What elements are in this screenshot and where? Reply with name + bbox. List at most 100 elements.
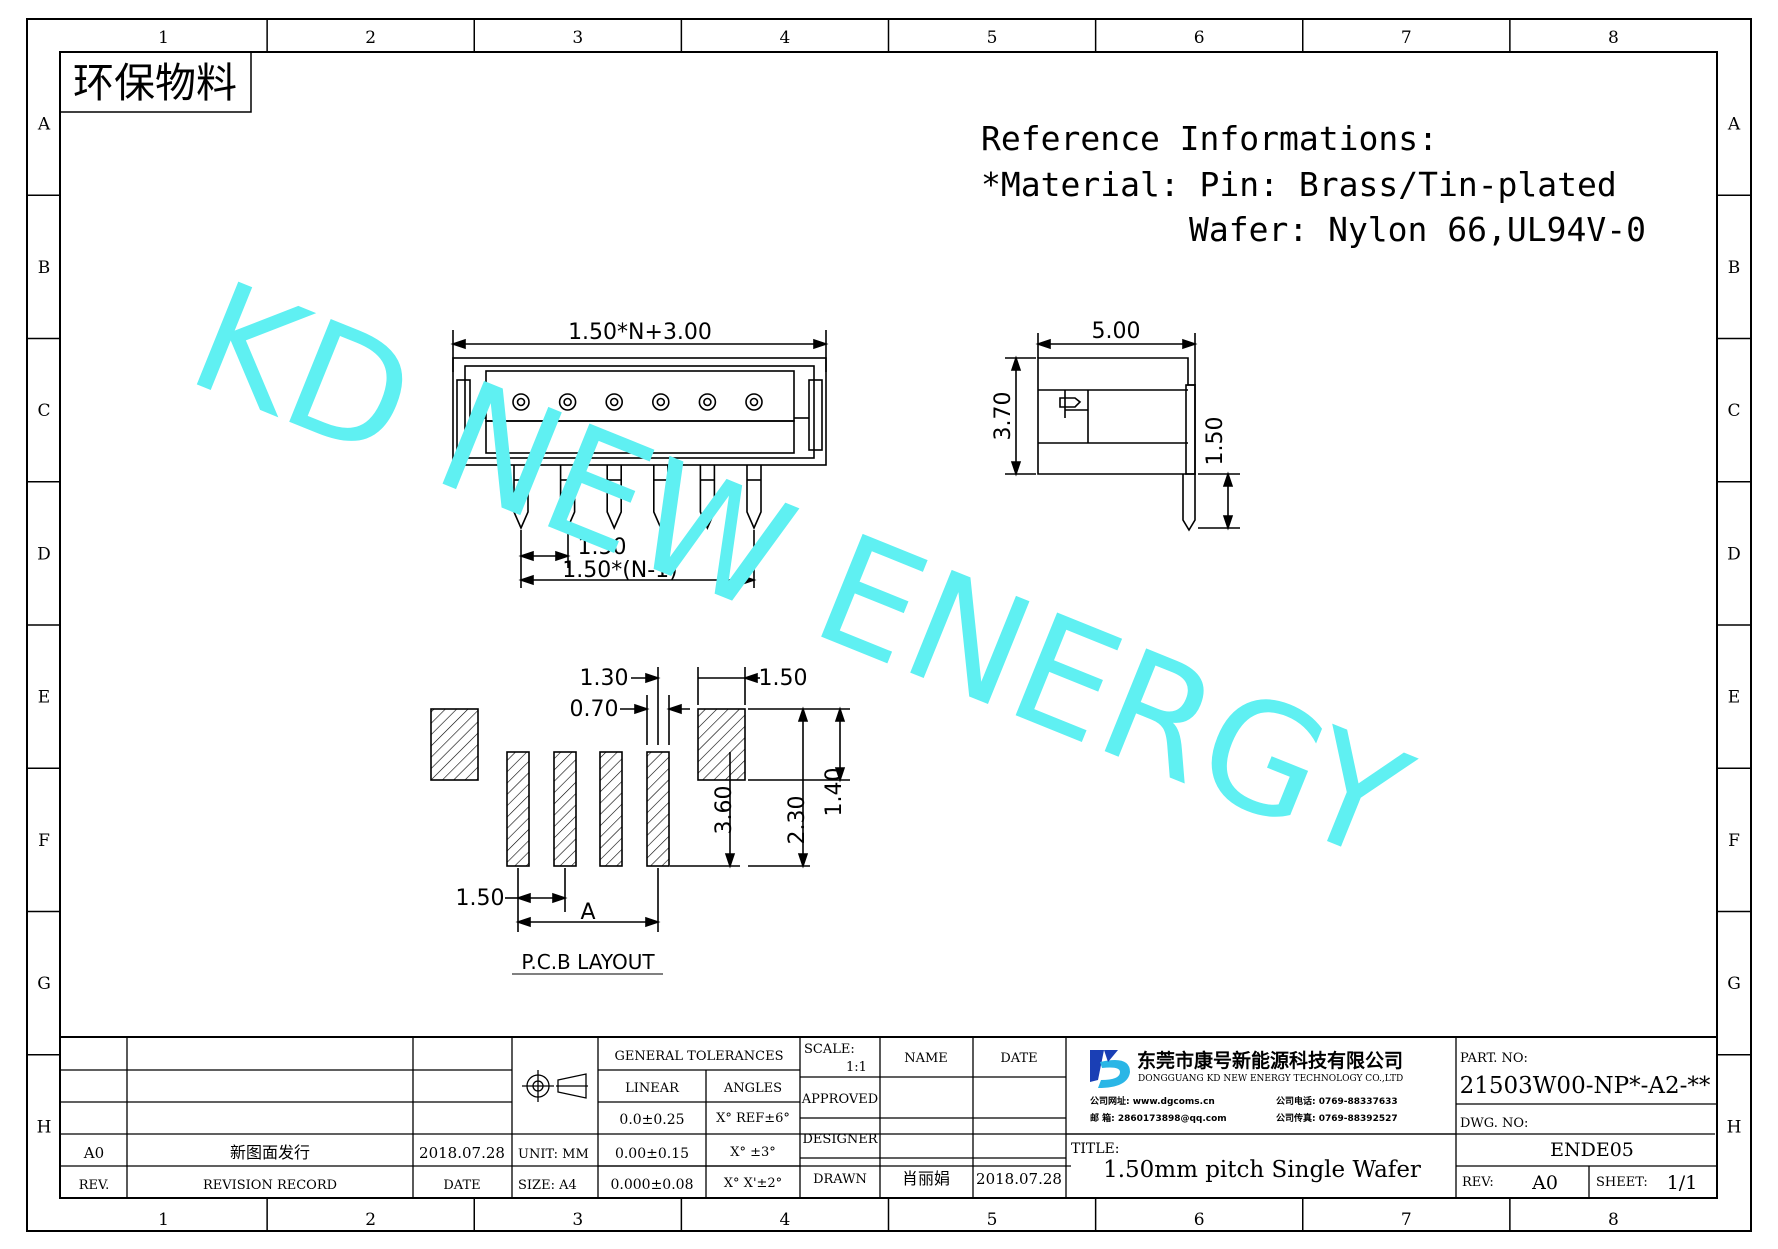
pcb-dim-a: A	[580, 900, 595, 925]
grid-row-right-B: B	[1728, 258, 1741, 278]
angle-tolerance-3: X° X'±2°	[724, 1176, 782, 1191]
pin-hole	[651, 393, 670, 411]
grid-column-bottom-1: 1	[158, 1210, 169, 1230]
company-website: 公司网址: www.dgcoms.cn	[1090, 1095, 1215, 1107]
rev-label: REV:	[1462, 1175, 1494, 1190]
rev-code: A0	[83, 1144, 104, 1162]
grid-row-left-E: E	[38, 688, 50, 708]
grid-row-left-G: G	[37, 974, 51, 994]
drawing-number: ENDE05	[1550, 1139, 1634, 1161]
grid-column-top-7: 7	[1401, 28, 1412, 48]
company-name-en: DONGGUANG KD NEW ENERGY TECHNOLOGY CO.,L…	[1138, 1074, 1403, 1084]
general-tolerances-header: GENERAL TOLERANCES	[614, 1049, 783, 1064]
connector-pin	[746, 465, 762, 530]
grid-row-right-G: G	[1727, 974, 1741, 994]
pin-hole	[605, 393, 624, 411]
drawn-date: 2018.07.28	[976, 1170, 1062, 1188]
pcb-layout	[430, 667, 850, 975]
scale-label: SCALE:	[804, 1042, 855, 1057]
company-fax: 公司传真: 0769-88392527	[1276, 1112, 1398, 1124]
front-view	[450, 330, 829, 588]
reference-heading: Reference Informations:	[981, 119, 1438, 158]
rev-description: 新图面发行	[230, 1143, 310, 1162]
grid-row-left-C: C	[37, 401, 50, 421]
pin-hole-center	[609, 397, 619, 407]
connector-pin	[699, 465, 716, 530]
sheet-label: SHEET:	[1596, 1175, 1648, 1190]
eco-material-stamp: 环保物料	[59, 51, 252, 113]
connector-pin	[559, 465, 576, 530]
grid-row-right-E: E	[1728, 688, 1740, 708]
pcb-dim-070: 0.70	[570, 697, 619, 722]
grid-column-bottom-4: 4	[780, 1210, 791, 1230]
grid-column-top-3: 3	[572, 28, 583, 48]
projection-symbol-icon	[522, 1070, 588, 1102]
drawn-label: DRAWN	[813, 1172, 867, 1187]
grid-row-right-F: F	[1728, 831, 1740, 851]
grid-column-top-6: 6	[1194, 28, 1205, 48]
overall-length-dim: 1.50*N+3.00	[568, 320, 712, 345]
grid-column-top-5: 5	[987, 28, 998, 48]
pcb-dim-230: 2.30	[785, 796, 810, 845]
rev-date: 2018.07.28	[419, 1144, 505, 1162]
size-label: SIZE: A4	[518, 1178, 577, 1193]
pin-hole-center	[516, 397, 526, 407]
sheet-value: 1/1	[1667, 1172, 1698, 1194]
name-header: NAME	[904, 1051, 948, 1066]
pin-hole	[512, 393, 530, 411]
grid-row-left-F: F	[38, 831, 50, 851]
grid-column-top-4: 4	[780, 28, 791, 48]
side-width-dim: 5.00	[1092, 319, 1141, 344]
date-column-header: DATE	[443, 1178, 480, 1193]
drawing-title: 1.50mm pitch Single Wafer	[1103, 1157, 1421, 1183]
pin-hole-center	[563, 397, 572, 407]
pcb-layout-label: P.C.B LAYOUT	[521, 950, 655, 974]
grid-column-bottom-6: 6	[1194, 1210, 1205, 1230]
grid-column-bottom-5: 5	[987, 1210, 998, 1230]
angle-tolerance-1: X° REF±6°	[716, 1111, 790, 1126]
side-height-dim: 3.70	[991, 392, 1016, 441]
grid-row-left-D: D	[37, 544, 51, 564]
tolerance-1: 0.0±0.25	[619, 1112, 684, 1128]
angle-tolerance-2: X° ±3°	[730, 1145, 776, 1160]
pcb-dim-140: 1.40	[822, 768, 847, 817]
side-view	[1005, 333, 1240, 532]
grid-column-top-1: 1	[158, 28, 169, 48]
grid-row-right-D: D	[1727, 544, 1741, 564]
side-pin-dim: 1.50	[1203, 417, 1228, 466]
connector-pin	[513, 465, 529, 530]
pcb-dim-130: 1.30	[580, 666, 629, 691]
angles-header: ANGLES	[723, 1081, 782, 1096]
grid-row-right-A: A	[1727, 115, 1741, 135]
material-line: *Material: Pin: Brass/Tin-plated	[981, 165, 1617, 204]
title-label: TITLE:	[1071, 1141, 1119, 1157]
pin-hole-center	[703, 397, 712, 407]
grid-column-bottom-3: 3	[572, 1210, 583, 1230]
revision-record-header: REVISION RECORD	[203, 1178, 337, 1193]
pin-hole	[558, 393, 577, 411]
dwg-no-label: DWG. NO:	[1460, 1116, 1528, 1131]
unit-label: UNIT: MM	[518, 1147, 589, 1162]
date-header: DATE	[1000, 1051, 1037, 1066]
grid-column-bottom-2: 2	[365, 1210, 376, 1230]
pin-hole-center	[749, 397, 759, 407]
pin-hole	[745, 393, 763, 411]
approved-label: APPROVED	[801, 1092, 878, 1107]
rev-value: A0	[1531, 1172, 1558, 1194]
grid-column-bottom-8: 8	[1608, 1210, 1619, 1230]
connector-pin	[606, 465, 622, 530]
pcb-dim-360: 3.60	[712, 786, 737, 835]
scale-value: 1:1	[846, 1060, 867, 1075]
company-logo-icon	[1090, 1050, 1130, 1088]
pin-hole	[698, 393, 717, 411]
part-no-label: PART. NO:	[1460, 1051, 1528, 1066]
part-number: 21503W00-NP*-A2-**	[1460, 1073, 1711, 1099]
drawn-name: 肖丽娟	[902, 1169, 950, 1188]
grid-column-top-2: 2	[365, 28, 376, 48]
grid-column-bottom-7: 7	[1401, 1210, 1412, 1230]
reference-info: Reference Informations: *Material: Pin: …	[981, 119, 1646, 249]
grid-row-right-C: C	[1727, 401, 1740, 421]
